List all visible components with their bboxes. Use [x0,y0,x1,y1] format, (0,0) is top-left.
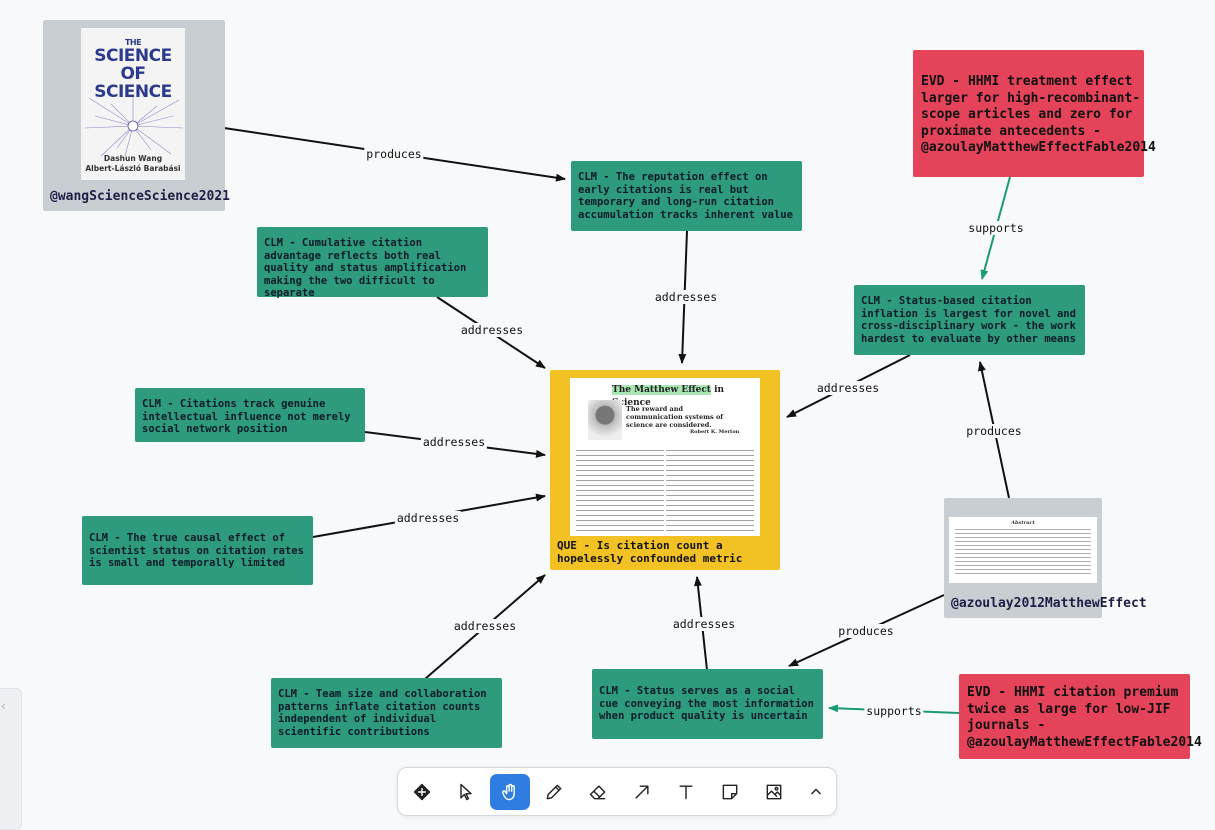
claim-text: CLM - The reputation effect on early cit… [578,171,793,221]
paper-title-rest: in Science [612,385,725,408]
image-tool-button[interactable] [754,774,794,810]
book-authors: Dashun Wang Albert-László Barabási [81,154,185,174]
edge-label-produces: produces [364,147,424,161]
text-tool-button[interactable] [666,774,706,810]
claim-text: CLM - Team size and collaboration patter… [278,688,487,738]
sticky-note-icon [722,784,738,800]
book-title-line: SCIENCE [94,82,172,102]
paper-subtitle: The reward and communication systems of … [626,405,724,429]
edge-label-addresses: addresses [458,323,526,337]
claim-card-reputation[interactable]: CLM - The reputation effect on early cit… [571,161,802,231]
evidence-card-hhmi-premium[interactable]: EVD - HHMI citation premium twice as lar… [959,674,1202,759]
eraser-tool-button[interactable] [578,774,618,810]
source-label: @azoulay2012MatthewEffect [951,596,1147,611]
claim-text: CLM - The true causal effect of scientis… [89,532,304,569]
paper-title: The Matthew Effect in Science [612,384,760,409]
arrow-tool-button[interactable] [622,774,662,810]
chevron-up-icon [811,788,821,795]
edge-label-addresses: addresses [420,435,488,449]
abstract-thumbnail: Abstract [949,517,1097,583]
abstract-text-lines [955,529,1091,577]
author-portrait [588,400,622,440]
hand-icon [502,783,515,801]
edge-label-addresses: addresses [670,617,738,631]
paper-author: Robert K. Merton [690,429,740,435]
pointer-tool-button[interactable] [446,774,486,810]
claim-text: CLM - Status-based citation inflation is… [861,295,1076,345]
book-title: THE SCIENCE OF SCIENCE [81,38,185,101]
source-card-wang[interactable]: THE SCIENCE OF SCIENCE Dashun Wang Alber… [43,20,230,211]
question-card[interactable]: The Matthew Effect in Science The reward… [550,370,780,570]
paper-column-right [666,450,754,534]
arrow-icon [635,785,649,799]
book-author: Dashun Wang [103,154,163,163]
edge-label-addresses: addresses [451,619,519,633]
select-tool-icon [413,783,431,801]
evidence-card-hhmi-treatment[interactable]: EVD - HHMI treatment effect larger for h… [913,50,1156,177]
source-card-azoulay[interactable]: Abstract @azoulay2012MatthewEffect [944,498,1147,618]
claim-card-causal[interactable]: CLM - The true causal effect of scientis… [82,516,313,585]
pencil-icon [546,784,562,800]
edge-label-supports: supports [864,704,924,718]
question-text: QUE - Is citation count a hopelessly con… [557,539,743,565]
edge-label-addresses: addresses [814,381,882,395]
more-tools-button[interactable] [796,774,836,810]
note-tool-button[interactable] [710,774,750,810]
book-title-the: THE [124,38,142,47]
claim-text: CLM - Cumulative citation advantage refl… [264,237,467,299]
pencil-tool-button[interactable] [534,774,574,810]
text-icon [679,785,693,800]
edge-label-addresses: addresses [394,511,462,525]
edge-label-produces: produces [964,424,1024,438]
book-title-line: OF [120,64,146,84]
book-cover-image: THE SCIENCE OF SCIENCE Dashun Wang Alber… [81,28,185,180]
claim-text: CLM - Status serves as a social cue conv… [599,685,814,722]
edge-label-addresses: addresses [652,290,720,304]
book-author: Albert-László Barabási [85,164,181,173]
claim-card-genuine[interactable]: CLM - Citations track genuine intellectu… [135,388,365,442]
book-title-line: SCIENCE [94,46,172,66]
drawing-toolbar [397,767,837,816]
image-icon [766,784,782,800]
paper-thumbnail: The Matthew Effect in Science The reward… [570,378,760,536]
chevron-left-icon: ‹ [1,699,6,713]
edge-label-supports: supports [966,221,1026,235]
burst-graphic [84,94,184,157]
abstract-heading: Abstract [1011,520,1035,526]
claim-card-inflation[interactable]: CLM - Status-based citation inflation is… [854,285,1085,355]
paper-title-highlight: The Matthew Effect [612,385,711,395]
select-tool-button[interactable] [402,774,442,810]
eraser-icon [589,785,606,800]
paper-column-left [576,450,664,534]
source-label: @wangScienceScience2021 [50,189,231,204]
claim-text: CLM - Citations track genuine intellectu… [142,398,351,435]
cursor-icon [460,783,472,801]
claim-card-team[interactable]: CLM - Team size and collaboration patter… [271,678,502,748]
claim-card-cumulative[interactable]: CLM - Cumulative citation advantage refl… [257,227,488,299]
edge-label-produces: produces [836,624,896,638]
side-panel-toggle[interactable]: ‹ [0,688,22,830]
claim-card-social-cue[interactable]: CLM - Status serves as a social cue conv… [592,669,823,739]
hand-tool-button[interactable] [490,774,530,810]
